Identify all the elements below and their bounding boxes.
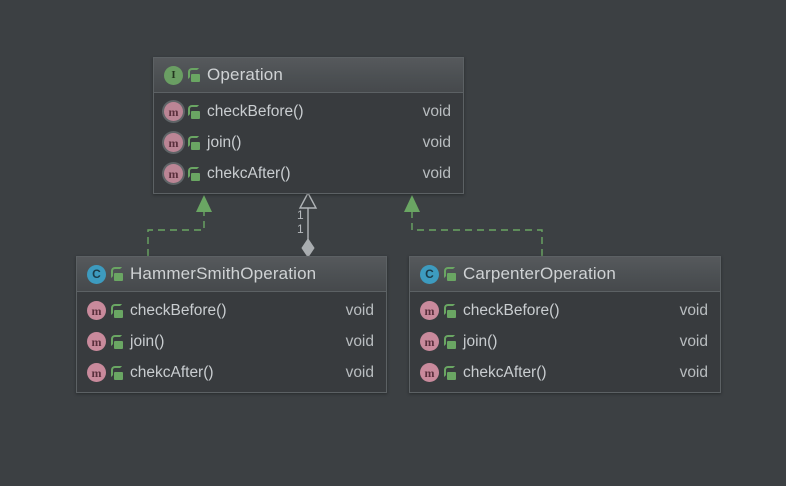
uml-class-node-operation[interactable]: I Operation m checkBefore() void m join(… — [153, 57, 464, 194]
member-row[interactable]: m checkBefore() void — [410, 295, 720, 326]
member-type: void — [422, 133, 451, 151]
edge-line — [147, 212, 205, 256]
member-row[interactable]: m join() void — [77, 326, 386, 357]
node-header-carpenteroperation[interactable]: C CarpenterOperation — [410, 257, 720, 292]
member-name: checkBefore() — [130, 301, 227, 319]
method-icon: m — [87, 363, 106, 382]
member-name: join() — [207, 133, 242, 151]
unlocked-padlock-icon — [444, 267, 457, 281]
member-name: join() — [463, 332, 498, 350]
diamond-tail — [301, 238, 315, 258]
member-name: chekcAfter() — [207, 164, 291, 182]
member-row[interactable]: m join() void — [410, 326, 720, 357]
member-type: void — [345, 301, 374, 319]
method-icon: m — [164, 164, 183, 183]
method-icon: m — [420, 332, 439, 351]
unlocked-padlock-icon — [111, 267, 124, 281]
member-name: chekcAfter() — [130, 363, 214, 381]
member-type: void — [679, 332, 708, 350]
uml-class-node-hammersmithoperation[interactable]: C HammerSmithOperation m checkBefore() v… — [76, 256, 387, 393]
class-icon: C — [87, 264, 106, 284]
member-row[interactable]: m chekcAfter() void — [410, 357, 720, 388]
unlocked-padlock-icon — [111, 334, 124, 349]
unlocked-padlock-icon — [444, 365, 457, 380]
class-icon: C — [420, 264, 439, 284]
member-type: void — [345, 363, 374, 381]
node-title: Operation — [207, 65, 284, 84]
member-type: void — [679, 363, 708, 381]
unlocked-padlock-icon — [111, 303, 124, 318]
edge-realization-carpenter[interactable] — [404, 195, 543, 256]
node-title: CarpenterOperation — [463, 264, 616, 283]
multiplicity-target: 1 — [297, 208, 304, 222]
filled-triangle-arrowhead — [404, 195, 420, 212]
method-icon: m — [164, 102, 183, 121]
method-icon: m — [420, 363, 439, 382]
hollow-triangle-arrowhead — [298, 191, 318, 209]
unlocked-padlock-icon — [188, 104, 201, 119]
member-name: chekcAfter() — [463, 363, 547, 381]
node-title: HammerSmithOperation — [130, 264, 317, 283]
multiplicity-source: 1 — [297, 222, 304, 236]
unlocked-padlock-icon — [188, 166, 201, 181]
edge-aggregation-center[interactable] — [298, 191, 318, 258]
member-row[interactable]: m chekcAfter() void — [154, 158, 463, 189]
method-icon: m — [420, 301, 439, 320]
method-icon: m — [87, 332, 106, 351]
member-row[interactable]: m checkBefore() void — [154, 96, 463, 127]
member-type: void — [422, 164, 451, 182]
uml-class-node-carpenteroperation[interactable]: C CarpenterOperation m checkBefore() voi… — [409, 256, 721, 393]
member-name: checkBefore() — [463, 301, 560, 319]
node-members-carpenteroperation: m checkBefore() void m join() void m — [410, 292, 720, 392]
node-header-operation[interactable]: I Operation — [154, 58, 463, 93]
method-icon: m — [164, 133, 183, 152]
filled-triangle-arrowhead — [196, 195, 212, 212]
member-type: void — [679, 301, 708, 319]
edge-realization-hammersmith[interactable] — [147, 195, 212, 256]
unlocked-padlock-icon — [444, 334, 457, 349]
member-type: void — [422, 102, 451, 120]
member-name: checkBefore() — [207, 102, 304, 120]
member-row[interactable]: m join() void — [154, 127, 463, 158]
node-members-operation: m checkBefore() void m join() void m — [154, 93, 463, 193]
node-header-hammersmithoperation[interactable]: C HammerSmithOperation — [77, 257, 386, 292]
member-name: join() — [130, 332, 165, 350]
interface-icon: I — [164, 65, 183, 85]
unlocked-padlock-icon — [444, 303, 457, 318]
node-members-hammersmithoperation: m checkBefore() void m join() void m — [77, 292, 386, 392]
member-row[interactable]: m chekcAfter() void — [77, 357, 386, 388]
unlocked-padlock-icon — [188, 135, 201, 150]
method-icon: m — [87, 301, 106, 320]
unlocked-padlock-icon — [111, 365, 124, 380]
unlocked-padlock-icon — [188, 68, 201, 82]
member-type: void — [345, 332, 374, 350]
edge-line — [411, 212, 543, 256]
member-row[interactable]: m checkBefore() void — [77, 295, 386, 326]
